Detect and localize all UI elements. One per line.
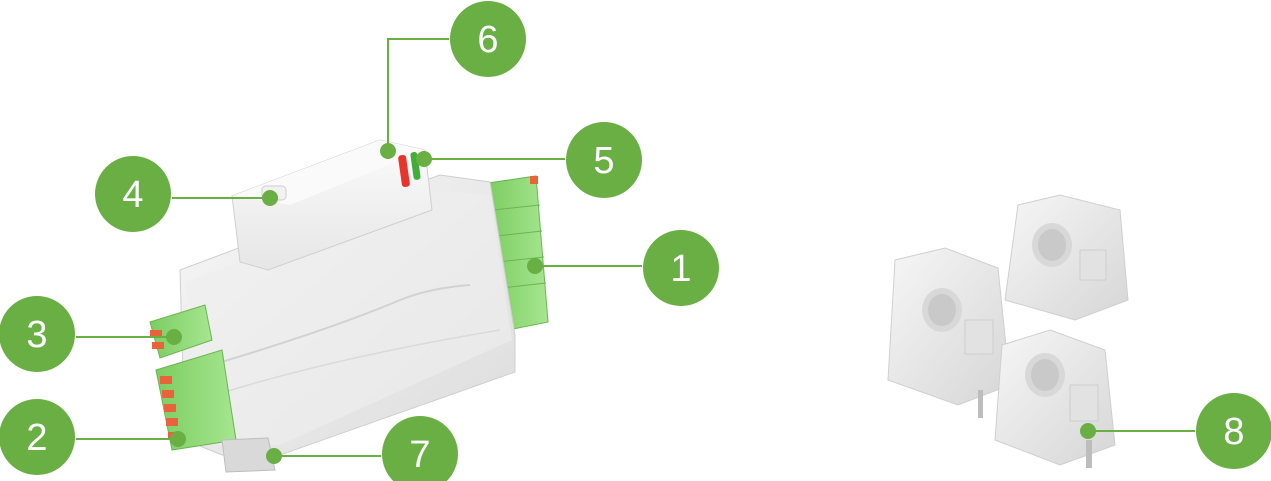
leader-dot — [266, 448, 282, 464]
callout-6: 6 — [380, 1, 526, 159]
callout-number: 8 — [1223, 411, 1244, 453]
callout-number: 1 — [670, 248, 691, 290]
callout-number: 7 — [409, 434, 430, 476]
leader-dot — [416, 151, 432, 167]
din-rail-clip — [221, 437, 276, 473]
red-led — [398, 154, 410, 188]
callout-3: 3 — [0, 296, 182, 372]
callout-circle — [450, 1, 526, 77]
callout-number: 2 — [26, 417, 47, 459]
leader-dot — [166, 329, 182, 345]
lower-left-terminal-block — [155, 349, 237, 451]
current-transformer — [887, 247, 1011, 418]
callout-circle — [0, 296, 75, 372]
meter-device — [149, 139, 549, 473]
callout-2: 2 — [0, 399, 186, 475]
leader-dot — [380, 143, 396, 159]
current-transformers — [887, 194, 1129, 468]
leader-dot — [262, 190, 278, 206]
callout-5: 5 — [416, 122, 642, 198]
callout-number: 3 — [26, 314, 47, 356]
callout-circle — [643, 230, 719, 306]
leader-dot — [527, 258, 543, 274]
callout-circle — [0, 399, 75, 475]
callout-circle — [1196, 393, 1271, 469]
callout-8: 8 — [1080, 393, 1271, 469]
callout-number: 5 — [593, 140, 614, 182]
callout-1: 1 — [527, 230, 719, 306]
callout-number: 4 — [122, 174, 143, 216]
upper-left-terminal-block — [149, 304, 213, 359]
current-transformer — [994, 329, 1116, 468]
leader-dot — [170, 431, 186, 447]
callout-circle — [382, 416, 458, 481]
current-transformer — [1004, 194, 1129, 321]
callout-circle — [566, 122, 642, 198]
callout-circle — [95, 156, 171, 232]
callout-7: 7 — [266, 416, 458, 481]
callout-4: 4 — [95, 156, 278, 232]
callout-number: 6 — [477, 19, 498, 61]
leader-line — [387, 38, 449, 151]
leader-dot — [1080, 423, 1096, 439]
current-transformer-lead — [1086, 440, 1092, 468]
